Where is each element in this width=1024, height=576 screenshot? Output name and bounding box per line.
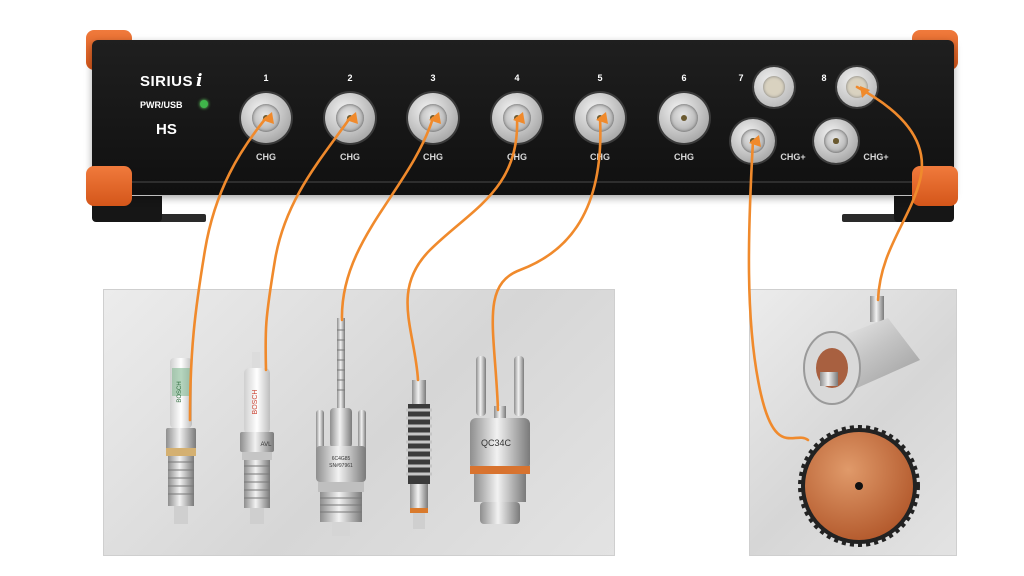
cable-channel-7 <box>747 139 810 442</box>
cable-channel-3 <box>340 116 435 322</box>
channel-label-7: CHG+ <box>780 152 806 162</box>
cable-arrowheads <box>262 86 870 147</box>
channel-number-1: 1 <box>263 73 269 83</box>
channel-label-2: CHG <box>340 152 360 162</box>
channel-label-3: CHG <box>423 152 443 162</box>
encoder-icon <box>803 296 920 405</box>
power-label: PWR/USB <box>140 100 183 110</box>
pressure-sensor-icon: QC34C <box>470 356 530 524</box>
channel-number-2: 2 <box>347 73 353 83</box>
model-label: HS <box>156 121 177 138</box>
spark-plug-icon: BOSCH <box>166 358 196 524</box>
channel-number-5: 5 <box>597 73 603 83</box>
sensor-cables <box>188 85 924 442</box>
channel-label-8: CHG+ <box>863 152 889 162</box>
channel-number-3: 3 <box>430 73 436 83</box>
bumper-bottom-right <box>912 166 958 206</box>
trigger-wheel-icon <box>798 425 920 547</box>
cable-channel-4 <box>406 116 519 382</box>
cable-channel-2 <box>264 116 352 372</box>
channel-number-8: 8 <box>821 73 827 83</box>
spark-plug-2-text: AVL <box>261 442 273 448</box>
channel-number-7: 7 <box>738 73 744 83</box>
mounted-sensor-text2: SN#97961 <box>329 463 353 469</box>
cable-channel-8 <box>855 85 924 302</box>
bnc-connector-icon[interactable] <box>659 93 709 143</box>
channel-label-4: CHG <box>507 152 527 162</box>
spark-plug-2-brand: BOSCH <box>252 390 259 415</box>
cable-channel-1 <box>188 116 268 422</box>
power-led-icon <box>200 100 208 108</box>
lemo-connector-icon[interactable] <box>754 67 794 107</box>
bnc-connector-icon[interactable] <box>814 119 858 163</box>
channel-number-6: 6 <box>681 73 687 83</box>
pressure-sensor-icon: 6C4G85 SN#97961 <box>316 318 366 536</box>
cooled-sensor-text: QC34C <box>481 438 512 448</box>
cable-channel-5 <box>491 116 602 412</box>
spark-plug-1-text: BOSCH <box>177 381 183 402</box>
brand-mark: i <box>196 71 203 91</box>
channel-number-4: 4 <box>514 73 520 83</box>
bumper-bottom-left <box>86 166 132 206</box>
brand-name: SIRIUS <box>140 73 194 90</box>
mounted-sensor-text: 6C4G85 <box>332 456 351 462</box>
channel-label-1: CHG <box>256 152 276 162</box>
pressure-sensor-icon <box>406 380 432 529</box>
spark-plug-icon: BOSCH AVL <box>240 352 274 524</box>
channel-label-6: CHG <box>674 152 694 162</box>
